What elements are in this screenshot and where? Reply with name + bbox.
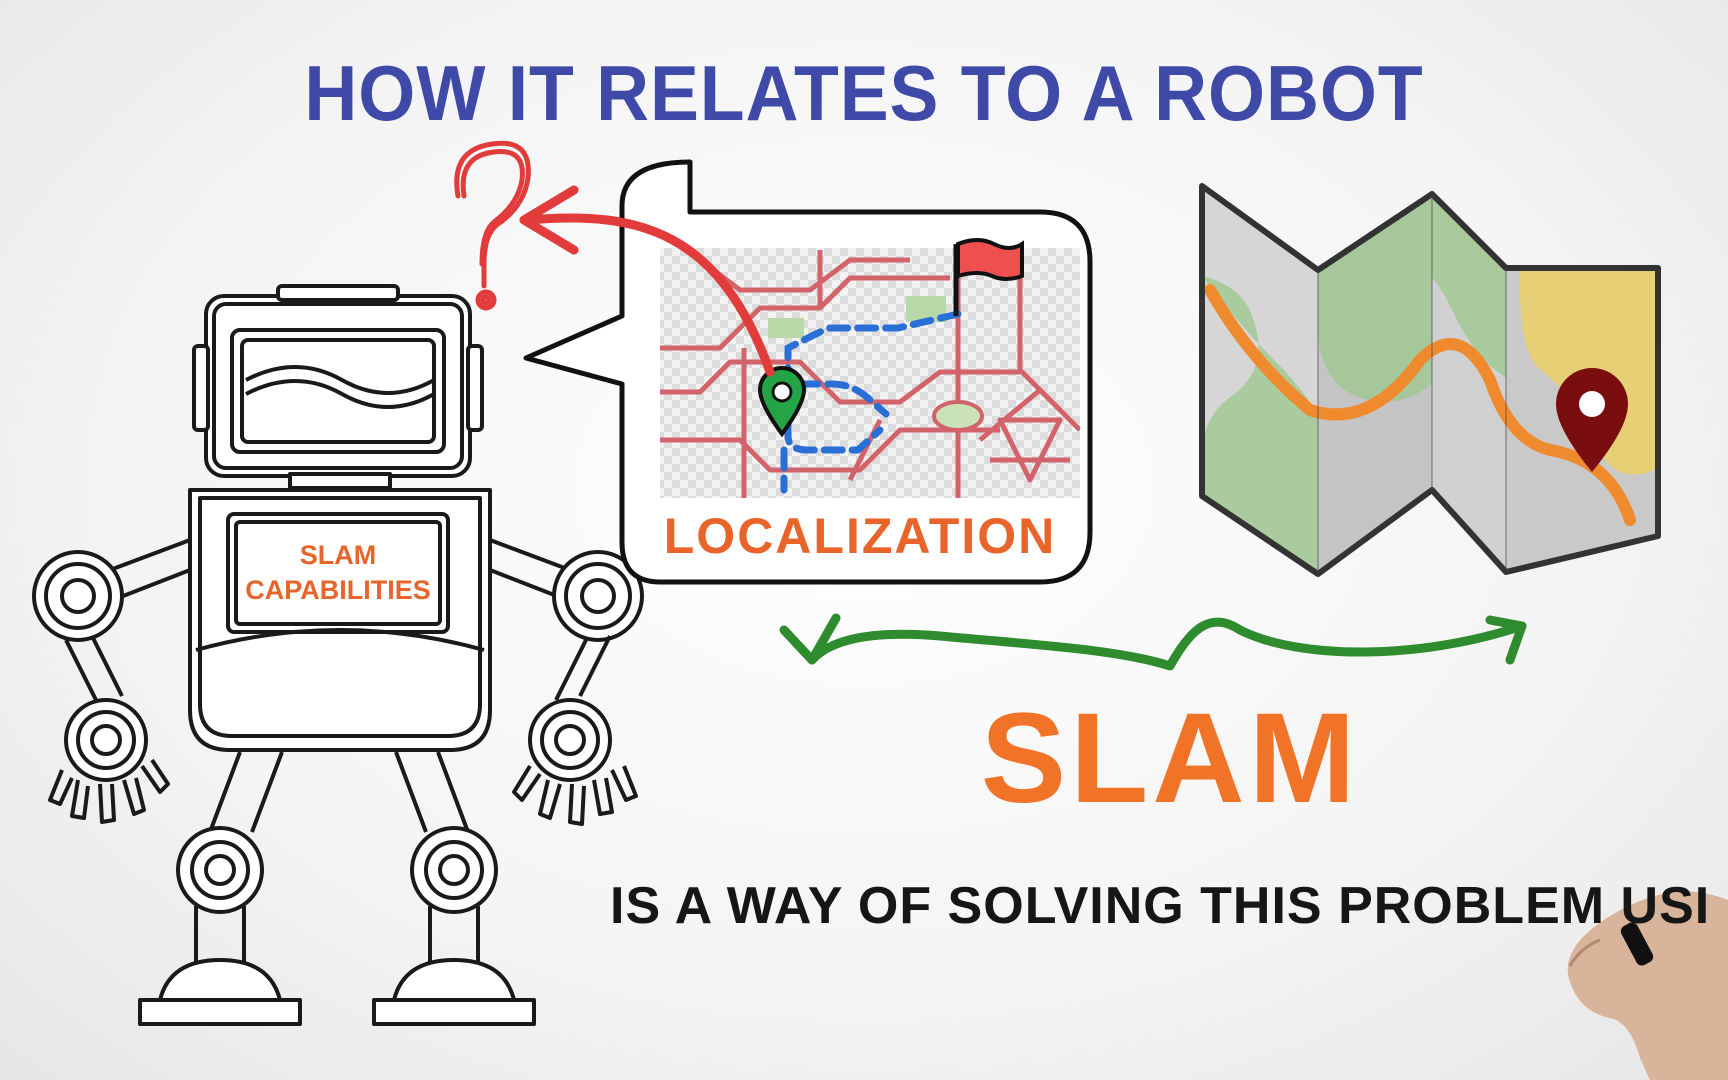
robot-left-arm: [32, 538, 191, 824]
page-title: HOW IT RELATES TO A ROBOT: [304, 49, 1424, 137]
location-pin-icon: [757, 366, 807, 438]
robot-right-arm: [489, 538, 644, 826]
question-mark-icon: [454, 140, 531, 311]
green-brace-arrow: [779, 613, 1527, 671]
map-pin-icon: [1556, 368, 1628, 472]
red-curved-arrow: [519, 185, 775, 377]
robot-right-leg: [372, 751, 536, 1026]
robot-left-leg: [138, 751, 302, 1026]
robot-body: [188, 488, 492, 752]
localization-label: LOCALIZATION: [663, 508, 1057, 564]
flag-icon: [953, 238, 1024, 316]
hand-icon: [1567, 891, 1728, 1080]
robot-chest-label-line2: CAPABILITIES: [245, 575, 431, 605]
robot-chest-label-line1: SLAM: [299, 540, 377, 570]
robot-chest-label: SLAM CAPABILITIES: [230, 538, 446, 608]
folded-map-icon: [1199, 183, 1661, 577]
caption-text: IS A WAY OF SOLVING THIS PROBLEM USI: [610, 877, 1711, 935]
robot-drawing: [32, 284, 644, 1026]
robot-head: [192, 284, 484, 478]
slam-label: SLAM: [980, 687, 1360, 830]
